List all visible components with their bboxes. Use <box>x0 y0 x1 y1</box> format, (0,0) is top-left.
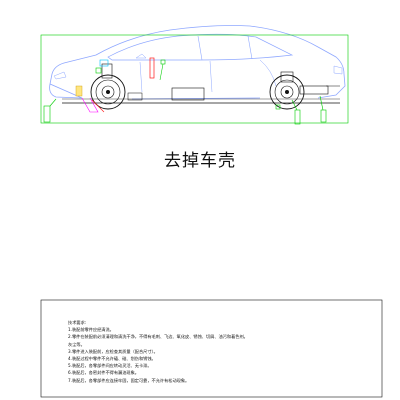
rear-wheel <box>269 71 305 110</box>
notes-line: 1.装配前零件应经清洗。 <box>68 327 114 333</box>
notes-heading: 技术要求: <box>68 320 87 325</box>
side-view <box>40 25 349 125</box>
controller-box <box>127 92 143 101</box>
notes-line: 2.零件在装配前必须清理和清洗干净，不得有毛刺、飞边、氧化皮、锈蚀、切屑、油污和… <box>68 334 248 340</box>
red-part <box>149 57 155 79</box>
notes-line: 灰尘等。 <box>68 341 85 347</box>
b-pillar <box>197 35 203 61</box>
notes-line: 4.装配过程中零件不允许磕、碰、划伤和锈蚀。 <box>68 356 156 362</box>
door-line <box>139 59 277 93</box>
side-callouts <box>40 34 349 125</box>
yellow-part <box>75 85 83 97</box>
rear-drive <box>299 85 329 95</box>
mirror <box>135 53 147 59</box>
notes-line: 5.装配后，各零部件间应转动灵活、无卡滞。 <box>68 363 152 369</box>
headlight <box>53 71 67 80</box>
front-bracket <box>81 97 99 113</box>
notes-line: 7.装配后，各零部件应连接牢固，固定可靠，不允许有松动现象。 <box>68 377 190 383</box>
notes-line: 3.零件进入装配前，应检查其质量（配合尺寸）。 <box>68 348 158 354</box>
page-title: 去掉车壳 <box>164 151 236 171</box>
battery-box <box>171 87 205 101</box>
taillight <box>333 65 343 75</box>
c-pillar <box>247 35 253 60</box>
notes-line: 6.装配后，各密封件不得有漏油现象。 <box>68 370 139 376</box>
technical-notes: 技术要求: 1.装配前零件应经清洗。 2.零件在装配前必须清理和清洗干净，不得有… <box>68 319 368 384</box>
front-wheel <box>90 59 126 110</box>
sheet-border <box>40 299 383 398</box>
